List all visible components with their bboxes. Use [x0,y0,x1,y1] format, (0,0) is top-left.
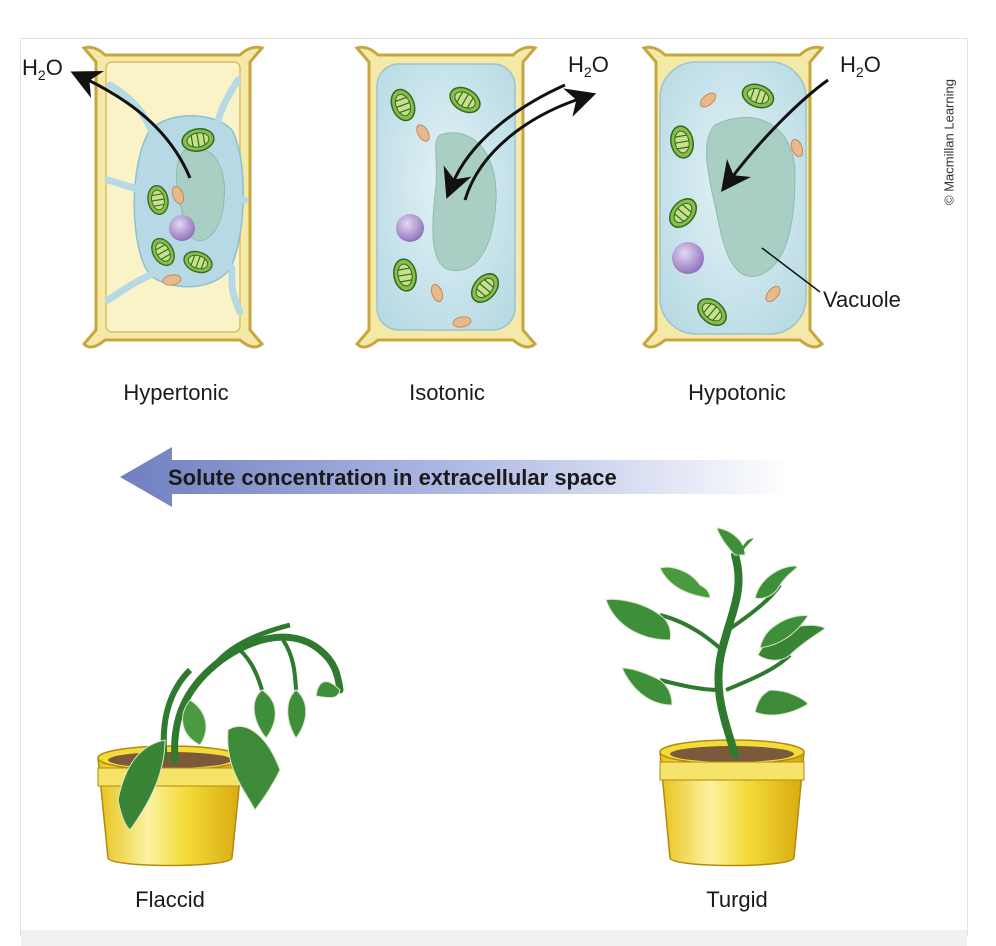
label-turgid: Turgid [706,887,768,912]
cell-isotonic: H2O Isotonic [354,45,609,405]
copyright-credit: © Macmillan Learning [937,42,961,242]
water-label-isotonic: H2O [568,52,609,80]
label-flaccid: Flaccid [135,887,205,912]
plant-turgid: Turgid [605,527,826,912]
water-label-hypertonic: H2O [22,55,63,83]
water-label-hypotonic: H2O [840,52,881,80]
label-isotonic: Isotonic [409,380,485,405]
cell-hypotonic: H2O Hypotonic Vacuole [641,45,901,405]
credit-text: © Macmillan Learning [941,79,957,205]
gradient-arrow-label: Solute concentration in extracellular sp… [168,465,617,490]
label-hypertonic: Hypertonic [123,380,228,405]
cell-hypertonic: H2O Hypertonic [22,45,265,405]
vacuole-callout: Vacuole [823,287,901,312]
footer-band [21,930,967,946]
vacuole-leader-line [761,247,821,293]
solute-gradient-arrow: Solute concentration in extracellular sp… [120,447,790,507]
plant-flaccid: Flaccid [97,622,344,912]
label-hypotonic: Hypotonic [688,380,786,405]
